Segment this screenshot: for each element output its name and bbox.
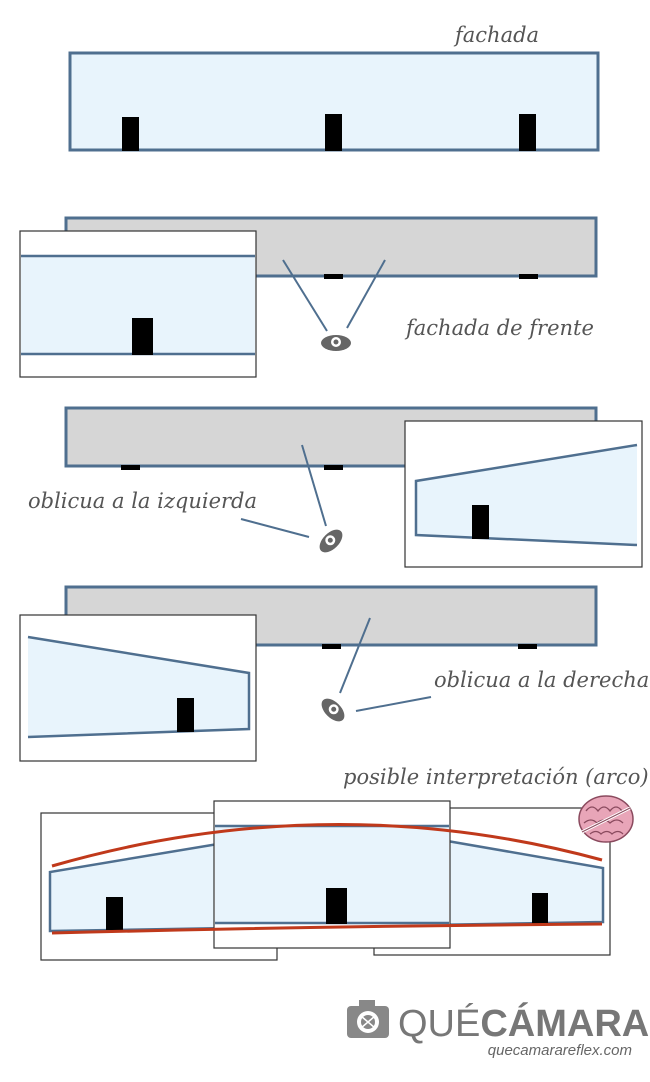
top-door-marker [324,465,343,470]
oblique-right-section: oblicua a la derecha [19,585,649,762]
oblique-right-photo-door [177,698,194,732]
top-door-marker [322,644,341,649]
oblique-left-section: oblicua a la izquierda [28,406,643,568]
oblique-right-photo-edges [27,635,251,739]
facade-section: fachada [68,23,600,152]
top-door-marker [519,274,538,279]
interp-photo-right-door [532,893,548,924]
facade-door-right [519,114,536,151]
front-photo-door [132,318,153,355]
top-door-marker [518,644,537,649]
interp-photo-center-door [326,888,347,924]
logo-word-light: QUÉ [398,1002,480,1045]
camera-icon [321,335,351,351]
view-line [301,444,327,527]
facade-door-center [325,114,342,151]
logo-wordmark: QUÉCÁMARA [398,1001,649,1045]
camera-icon [319,529,343,553]
oblique-left-photo-door [472,505,489,539]
brain-icon [578,795,634,843]
facade-door-left [122,117,139,151]
logo-word-bold: CÁMARA [480,1001,649,1045]
interp-photo-right-wall [430,838,603,925]
interpretation-section: posible interpretación (arco) [40,765,649,961]
top-door-marker [121,465,140,470]
pointer-line [355,696,432,712]
interp-photo-left-wall [50,842,230,931]
view-line [339,617,371,694]
oblique-left-photo-wall [416,445,637,545]
oblique-left-label: oblicua a la izquierda [28,489,257,513]
arc-top-curve [51,823,603,868]
interp-photo-left-door [106,897,123,930]
arc-bottom-line [51,922,603,935]
top-door-marker [324,274,343,279]
pointer-line [240,518,310,538]
front-view-label: fachada de frente [404,316,594,340]
facade-label: fachada [453,23,539,47]
camera-icon [321,698,345,722]
view-line [282,259,328,332]
camera-logo-icon [347,1000,389,1038]
interpretation-label: posible interpretación (arco) [343,765,649,789]
oblique-left-photo-edges [414,443,638,547]
brand-logo: QUÉCÁMARA quecamarareflex.com [347,1000,649,1059]
logo-url: quecamarareflex.com [488,1042,632,1059]
view-line [346,259,386,329]
oblique-right-label: oblicua a la derecha [434,668,649,692]
front-view-section: fachada de frente [19,216,598,378]
